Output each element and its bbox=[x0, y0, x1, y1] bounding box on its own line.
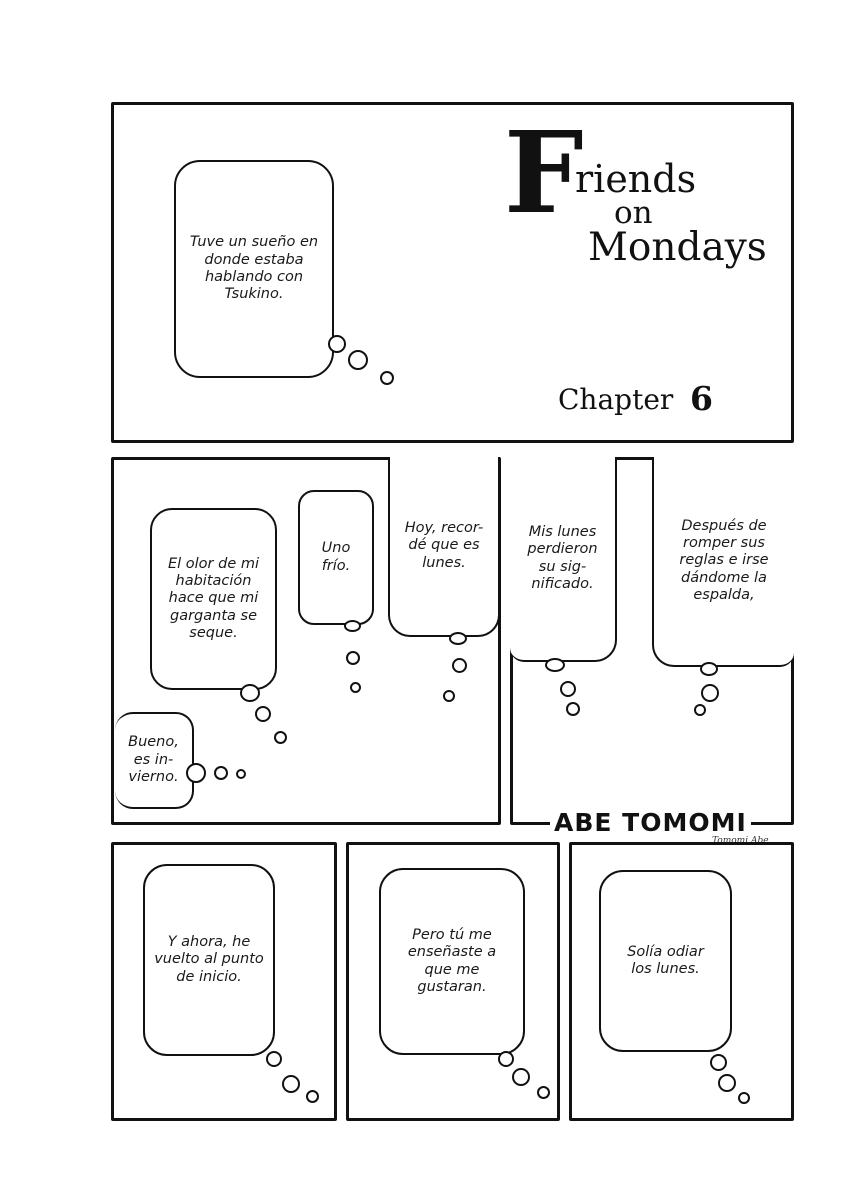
thought-dot bbox=[449, 632, 467, 645]
thought-dot bbox=[694, 704, 706, 716]
thought-dot bbox=[306, 1090, 319, 1103]
thought-bubble-hated-mondays: Solía odiar los lunes. bbox=[599, 870, 732, 1052]
thought-bubble-after: Después de romper sus reglas e irse dánd… bbox=[652, 457, 794, 667]
thought-dot bbox=[344, 620, 361, 632]
author-signature: Tomomi Abe bbox=[712, 836, 769, 846]
thought-dot bbox=[443, 690, 455, 702]
author-name: ABE TOMOMI bbox=[550, 808, 751, 838]
title-initial: F bbox=[504, 108, 584, 239]
thought-dot bbox=[186, 763, 206, 783]
thought-dot bbox=[545, 658, 565, 672]
chapter-label: Chapter bbox=[558, 383, 674, 416]
thought-bubble-cold: Uno frío. bbox=[298, 490, 374, 625]
thought-dot bbox=[240, 684, 260, 702]
thought-dot bbox=[274, 731, 287, 744]
thought-dot bbox=[738, 1092, 750, 1104]
thought-dot bbox=[701, 684, 719, 702]
thought-dot bbox=[452, 658, 467, 673]
thought-bubble-dream: Tuve un sueño en donde estaba hablando c… bbox=[174, 160, 334, 378]
thought-dot bbox=[537, 1086, 550, 1099]
thought-dot bbox=[380, 371, 394, 385]
thought-dot bbox=[266, 1051, 282, 1067]
thought-dot bbox=[560, 681, 576, 697]
thought-dot bbox=[700, 662, 718, 676]
thought-bubble-room-smell: El olor de mi habitación hace que mi gar… bbox=[150, 508, 277, 690]
title-line1: riends bbox=[575, 157, 697, 201]
thought-dot bbox=[718, 1074, 736, 1092]
thought-bubble-meaning: Mis lunes perdieron su sig- nificado. bbox=[510, 457, 617, 662]
thought-dot bbox=[236, 769, 246, 779]
thought-dot bbox=[255, 706, 271, 722]
thought-bubble-winter: Bueno, es in- vierno. bbox=[115, 712, 194, 809]
signature-text: Tomomi Abe bbox=[712, 836, 769, 846]
thought-bubble-you-taught: Pero tú me enseñaste a que me gustaran. bbox=[379, 868, 525, 1055]
thought-dot bbox=[282, 1075, 300, 1093]
thought-bubble-monday: Hoy, recor- dé que es lunes. bbox=[388, 457, 500, 637]
chapter-number: 6 bbox=[690, 379, 713, 418]
thought-dot bbox=[710, 1054, 727, 1071]
thought-dot bbox=[214, 766, 228, 780]
thought-dot bbox=[512, 1068, 530, 1086]
thought-dot bbox=[498, 1051, 514, 1067]
thought-dot bbox=[348, 350, 368, 370]
thought-dot bbox=[350, 682, 361, 693]
thought-bubble-back-to-start: Y ahora, he vuelto al punto de inicio. bbox=[143, 864, 275, 1056]
title-line2: on bbox=[614, 195, 653, 231]
thought-dot bbox=[346, 651, 360, 665]
thought-dot bbox=[328, 335, 346, 353]
title-line3: Mondays bbox=[588, 225, 767, 270]
thought-dot bbox=[566, 702, 580, 716]
